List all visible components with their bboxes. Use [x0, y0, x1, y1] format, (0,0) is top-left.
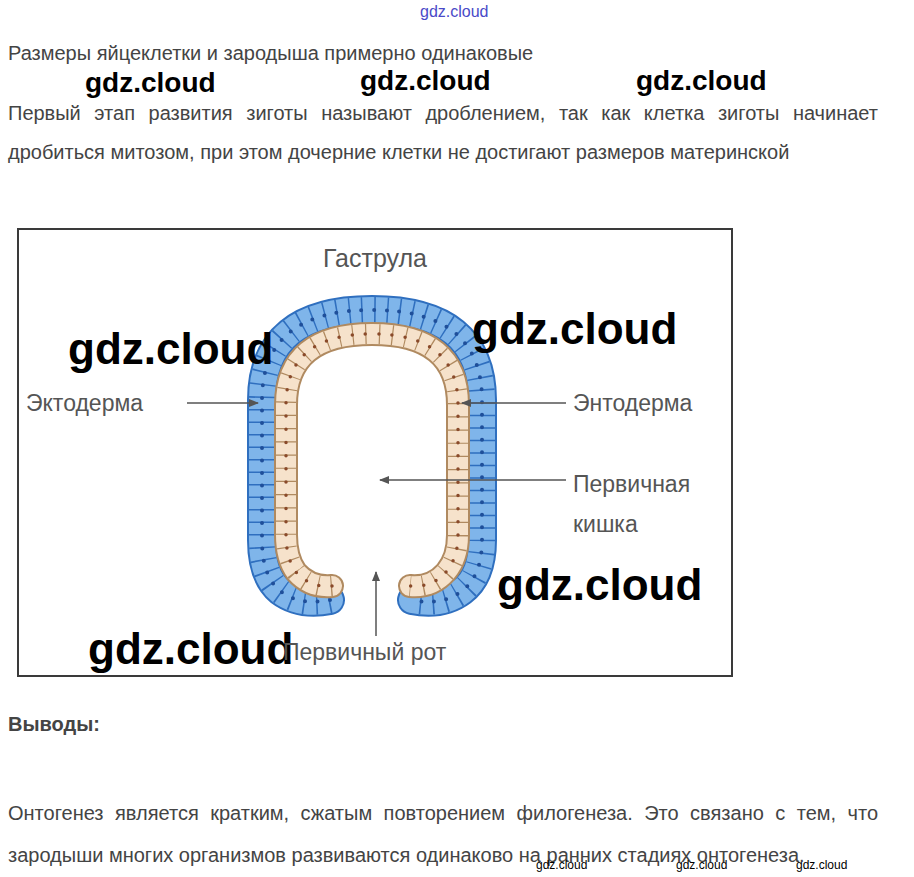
- watermark: gdz.cloud: [796, 858, 847, 872]
- ectoderm-layer: [262, 310, 482, 602]
- body-text: Онтогенез является кратким, сжатым повто…: [8, 792, 878, 876]
- watermark: gdz.cloud: [420, 2, 489, 21]
- watermark: gdz.cloud: [360, 64, 491, 98]
- watermark: gdz.cloud: [636, 64, 767, 98]
- body-text: Первый этап развития зиготы называют дро…: [8, 94, 878, 172]
- watermark: gdz.cloud: [472, 302, 677, 355]
- figure-title: Гаструла: [19, 244, 731, 273]
- part-label: Энтодерма: [573, 389, 692, 417]
- leader-line: [462, 402, 566, 404]
- watermark: gdz.cloud: [85, 66, 216, 100]
- body-text: Размеры яйцеклетки и зародыша примерно о…: [8, 40, 888, 66]
- watermark: gdz.cloud: [536, 858, 587, 872]
- part-label: Первичная кишка: [573, 464, 733, 544]
- watermark: gdz.cloud: [88, 622, 293, 675]
- leader-line: [380, 479, 566, 481]
- watermark: gdz.cloud: [497, 558, 702, 611]
- watermark: gdz.cloud: [68, 322, 273, 375]
- watermark: gdz.cloud: [676, 858, 727, 872]
- entoderm-layer: [286, 334, 458, 586]
- leader-line: [187, 402, 258, 404]
- figure-frame: Гаструла: [17, 228, 733, 677]
- part-label: Первичный рот: [283, 638, 446, 666]
- part-label: Эктодерма: [26, 389, 143, 417]
- section-heading: Выводы:: [8, 712, 100, 736]
- figure-ground: [18, 229, 732, 676]
- leader-line: [375, 572, 377, 636]
